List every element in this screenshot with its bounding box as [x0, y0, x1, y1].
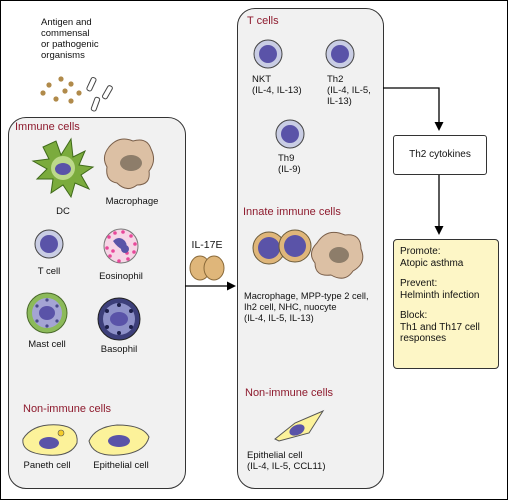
epithelial-cell-target-icon — [274, 409, 325, 442]
t-cell-icon — [34, 229, 64, 259]
eosinophil-label: Eosinophil — [99, 271, 143, 282]
prevent-label: Prevent: — [400, 278, 438, 289]
macrophage-icon — [103, 138, 155, 189]
epithelial-cell-icon — [88, 424, 150, 456]
th2-label: Th2 (IL-4, IL-5, IL-13) — [327, 74, 371, 107]
t-cells-title: T cells — [247, 15, 279, 27]
il-17e-label: IL-17E — [191, 239, 223, 251]
epithelial-target-text: Epithelial cell (IL-4, IL-5, CCL11) — [247, 450, 326, 472]
block-value: Th1 and Th17 cell responses — [400, 321, 480, 345]
paneth-cell-icon — [22, 424, 78, 456]
dc-label: DC — [56, 206, 70, 217]
dendritic-cell-icon — [31, 137, 95, 199]
effects-box: Promote:Atopic asthma Prevent:Helminth i… — [393, 239, 499, 369]
promote-value: Atopic asthma — [400, 257, 464, 269]
paneth-cell-label: Paneth cell — [23, 460, 71, 471]
mast-cell-label: Mast cell — [28, 339, 66, 350]
innate-immune-cells-icon — [252, 229, 364, 279]
basophil-label: Basophil — [100, 344, 138, 355]
antigen-particles-icon — [40, 76, 113, 112]
block-label: Block: — [400, 310, 428, 321]
basophil-icon — [97, 297, 141, 341]
target-nonimmune-title: Non-immune cells — [245, 387, 334, 399]
promote-label: Promote: — [400, 246, 441, 257]
mast-cell-icon — [26, 292, 68, 334]
th9-cell-icon — [275, 119, 305, 149]
t-cell-label: T cell — [37, 266, 61, 277]
th2-cytokines-box: Th2 cytokines — [393, 135, 487, 175]
eosinophil-icon — [103, 228, 139, 264]
nkt-label: NKT (IL-4, IL-13) — [252, 74, 302, 96]
th2-cell-icon — [325, 39, 355, 69]
th9-label: Th9 (IL-9) — [278, 153, 301, 175]
th2-cytokines-label: Th2 cytokines — [409, 149, 471, 160]
innate-immune-cells-title: Innate immune cells — [243, 206, 341, 218]
nkt-cell-icon — [253, 39, 283, 69]
immune-cells-title: Immune cells — [15, 121, 80, 133]
antigen-source-text: Antigen and commensal or pathogenic orga… — [41, 17, 99, 61]
il-17e-icon — [189, 255, 225, 281]
innate-immune-cells-text: Macrophage, MPP-type 2 cell, Ih2 cell, N… — [244, 291, 369, 323]
prevent-value: Helminth infection — [400, 289, 480, 301]
arrow-to-th2-cytokines — [383, 87, 444, 131]
immune-nonimmune-title: Non-immune cells — [23, 403, 112, 415]
epithelial-cell-label: Epithelial cell — [93, 460, 149, 471]
macrophage-label: Macrophage — [105, 196, 159, 207]
